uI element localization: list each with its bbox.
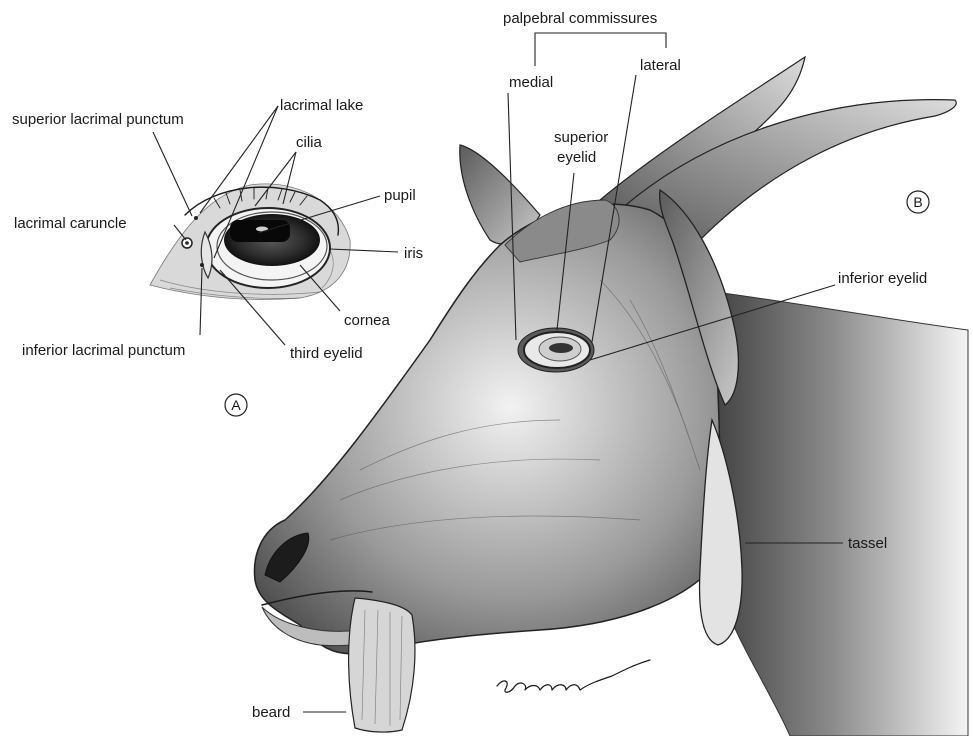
label-lacrimal-caruncle: lacrimal caruncle <box>14 215 127 232</box>
label-cornea: cornea <box>344 312 391 329</box>
label-superior-eyelid: superior eyelid <box>554 129 612 166</box>
goat-eye-pupil <box>549 343 573 353</box>
goat-beard <box>349 598 415 732</box>
label-iris: iris <box>404 245 423 262</box>
panel-a-letter: A <box>231 397 241 413</box>
label-cilia: cilia <box>296 134 322 151</box>
label-beard: beard <box>252 704 290 721</box>
label-inferior-lacrimal-punctum: inferior lacrimal punctum <box>22 342 185 359</box>
artist-signature <box>497 660 650 692</box>
label-pupil: pupil <box>384 187 416 204</box>
label-inferior-eyelid: inferior eyelid <box>838 270 927 287</box>
label-lacrimal-lake: lacrimal lake <box>280 97 363 114</box>
superior-lacrimal-punctum-dot <box>194 216 198 220</box>
panel-b-letter-badge: B <box>907 191 929 213</box>
panel-b-letter: B <box>913 194 922 210</box>
label-palpebral-commissures: palpebral commissures <box>503 10 657 27</box>
label-superior-eyelid-line1: superior <box>554 129 608 146</box>
goat-neck <box>700 290 968 736</box>
panel-a-letter-badge: A <box>225 394 247 416</box>
inferior-lacrimal-punctum-dot <box>200 263 204 267</box>
label-tassel: tassel <box>848 535 887 552</box>
panel-a-eye-drawing <box>150 184 350 300</box>
label-superior-eyelid-line2: eyelid <box>557 149 596 166</box>
panel-b-goat-head-drawing <box>254 57 968 736</box>
label-lateral: lateral <box>640 57 681 74</box>
label-third-eyelid: third eyelid <box>290 345 363 362</box>
lacrimal-caruncle-center <box>185 241 189 245</box>
label-medial: medial <box>509 74 553 91</box>
label-superior-lacrimal-punctum: superior lacrimal punctum <box>12 111 184 128</box>
